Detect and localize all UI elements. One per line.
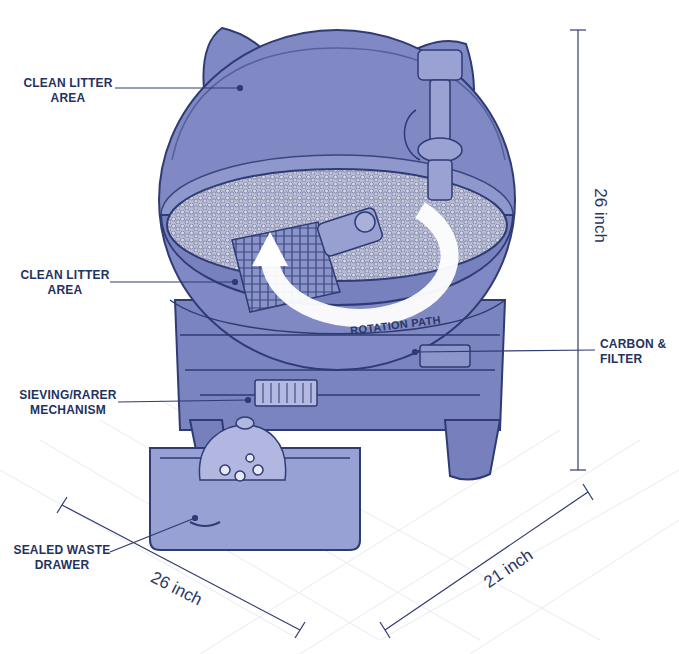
- rotation-arrow: [252, 210, 450, 318]
- dimension-lines-part: [57, 497, 67, 513]
- waste-bag-part: [199, 425, 285, 480]
- waste-bag-part: [253, 465, 263, 475]
- rotating-grate-part: [355, 212, 375, 232]
- base-chassis: [180, 335, 500, 395]
- motor-assembly: [404, 50, 462, 200]
- rotating-grate: [232, 207, 384, 312]
- part-label: CARBON & FILTER: [600, 337, 675, 367]
- motor-assembly-part: [418, 138, 462, 162]
- base-chassis-part: [180, 335, 500, 395]
- part-label: CLEAN LITTER AREA: [15, 268, 115, 298]
- dimension-lines-part: [380, 622, 390, 638]
- carbon-filter-part: [255, 380, 317, 406]
- dimension-lines: [57, 30, 593, 638]
- body-shell-part: [445, 420, 500, 480]
- leader-lines-part: [233, 280, 238, 285]
- leader-lines-part: [238, 86, 243, 91]
- leader-lines-part: [110, 518, 195, 552]
- motor-assembly-part: [428, 160, 452, 200]
- part-label: SIEVING/RARER MECHANISM: [14, 388, 122, 418]
- motor-assembly-part: [404, 110, 420, 160]
- dimension-lines-part: [577, 30, 578, 470]
- leader-lines-part: [415, 350, 595, 352]
- floor-grid: [0, 400, 679, 654]
- leader-lines-part: [118, 400, 248, 402]
- rotation-arrow-part: [252, 232, 288, 266]
- leader-lines: [110, 86, 595, 553]
- rotation-arrow-part: [270, 210, 450, 318]
- rotating-grate-part: [316, 207, 384, 258]
- part-label: SEALED WASTE DRAWER: [10, 543, 114, 573]
- waste-bag: [199, 417, 285, 481]
- dimension-lines-part: [570, 29, 586, 30]
- part-label: CLEAN LITTER AREA: [18, 76, 118, 106]
- motor-assembly-part: [430, 80, 450, 140]
- dimension-label: 26 inch: [147, 566, 205, 610]
- litter-bowl: [161, 169, 513, 334]
- dimension-lines-part: [385, 492, 588, 630]
- dimension-lines-part: [583, 484, 593, 500]
- waste-drawer-part: [190, 522, 220, 526]
- leader-lines-part: [110, 281, 235, 282]
- body-shell: [159, 30, 515, 480]
- dimension-lines-part: [295, 622, 305, 638]
- leader-lines-part: [413, 350, 418, 355]
- waste-bag-part: [220, 465, 230, 475]
- waste-bag-part: [235, 471, 245, 481]
- carbon-filter: [255, 380, 317, 406]
- dimension-label: 26 inch: [589, 188, 610, 243]
- waste-bag-part: [236, 417, 254, 429]
- waste-bag-part: [246, 454, 254, 462]
- carbon-filter-part: [263, 383, 311, 403]
- motor-assembly-part: [418, 50, 462, 80]
- dimension-label: 21 inch: [479, 544, 536, 592]
- dimension-lines-part: [62, 505, 300, 630]
- leader-lines-part: [246, 398, 251, 403]
- base-chassis-part: [420, 345, 470, 367]
- dimension-lines-part: [570, 469, 586, 470]
- leader-lines-part: [115, 87, 240, 88]
- leader-lines-part: [193, 516, 198, 521]
- body-shell-part: [159, 30, 515, 370]
- floor-grid-part: [0, 400, 679, 654]
